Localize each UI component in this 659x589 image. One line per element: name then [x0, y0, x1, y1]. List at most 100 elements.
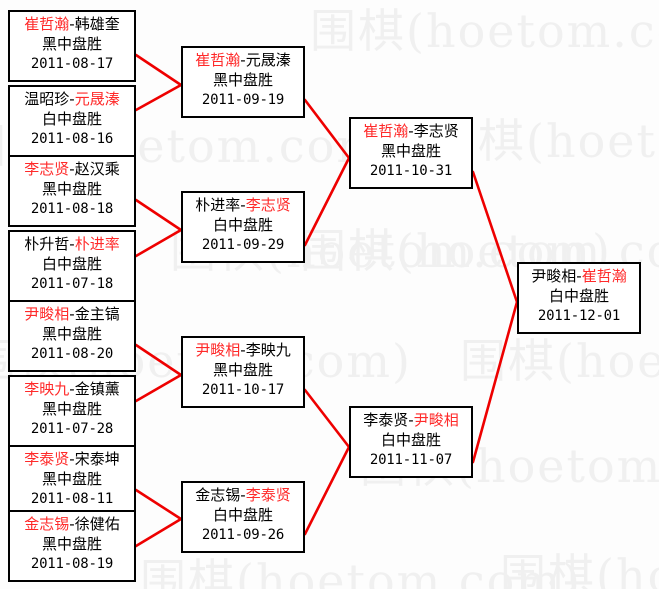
- player-winner: 尹畯相: [413, 411, 459, 429]
- watermark-text: 围棋(hoetom.com): [460, 334, 659, 388]
- match-box[interactable]: 崔哲瀚-韩雄奎 黑中盘胜 2011-08-17: [8, 10, 136, 82]
- player-loser: 李映九: [245, 341, 291, 359]
- player-winner: 李志贤: [245, 196, 291, 214]
- match-date: 2011-08-16: [30, 130, 114, 147]
- match-date: 2011-10-31: [369, 162, 453, 179]
- match-result: 白中盘胜: [212, 215, 273, 234]
- vs-dash: -: [240, 486, 246, 504]
- vs-dash: -: [408, 122, 414, 140]
- vs-dash: -: [69, 305, 75, 323]
- player-winner: 李志贤: [24, 160, 70, 178]
- player-winner: 尹畯相: [24, 305, 70, 323]
- player-loser: 金主镐: [74, 305, 120, 323]
- match-result: 白中盘胜: [380, 430, 441, 449]
- player-loser: 金镇薰: [74, 380, 120, 398]
- vs-dash: -: [240, 51, 246, 69]
- match-date: 2011-09-26: [201, 526, 285, 543]
- match-box[interactable]: 李泰贤-宋泰坤 黑中盘胜 2011-08-11: [8, 445, 136, 517]
- match-result: 黑中盘胜: [41, 324, 102, 343]
- match-box[interactable]: 李泰贤-尹畯相 白中盘胜 2011-11-07: [349, 406, 473, 478]
- match-date: 2011-08-18: [30, 200, 114, 217]
- player-loser: 尹畯相: [531, 267, 577, 285]
- player-loser: 李泰贤: [363, 411, 409, 429]
- match-players: 尹畯相-李映九: [183, 341, 303, 361]
- match-players: 李泰贤-尹畯相: [351, 411, 471, 431]
- watermark-text: 围棋(hoetom.com): [500, 549, 659, 589]
- match-date: 2011-08-11: [30, 490, 114, 507]
- match-result: 黑中盘胜: [380, 141, 441, 160]
- player-winner: 李泰贤: [245, 486, 291, 504]
- match-result: 黑中盘胜: [41, 179, 102, 198]
- match-box[interactable]: 朴进率-李志贤 白中盘胜 2011-09-29: [181, 191, 305, 263]
- match-date: 2011-08-17: [30, 55, 114, 72]
- vs-dash: -: [576, 267, 582, 285]
- match-box[interactable]: 崔哲瀚-李志贤 黑中盘胜 2011-10-31: [349, 117, 473, 189]
- match-result: 白中盘胜: [41, 254, 102, 273]
- match-result: 黑中盘胜: [41, 469, 102, 488]
- match-date: 2011-08-19: [30, 555, 114, 572]
- match-date: 2011-09-29: [201, 236, 285, 253]
- match-players: 尹畯相-金主镐: [10, 305, 134, 325]
- player-winner: 李映九: [24, 380, 70, 398]
- player-loser: 李志贤: [413, 122, 459, 140]
- player-winner: 崔哲瀚: [363, 122, 409, 140]
- player-winner: 崔哲瀚: [195, 51, 241, 69]
- match-date: 2011-11-07: [369, 451, 453, 468]
- match-result: 黑中盘胜: [212, 360, 273, 379]
- match-result: 白中盘胜: [41, 109, 102, 128]
- match-date: 2011-12-01: [537, 307, 621, 324]
- match-box[interactable]: 李志贤-赵汉乘 黑中盘胜 2011-08-18: [8, 155, 136, 227]
- player-winner: 崔哲瀚: [24, 15, 70, 33]
- player-loser: 朴进率: [195, 196, 241, 214]
- vs-dash: -: [69, 235, 75, 253]
- player-winner: 李泰贤: [24, 450, 70, 468]
- match-result: 黑中盘胜: [212, 70, 273, 89]
- player-winner: 崔哲瀚: [581, 267, 627, 285]
- player-loser: 朴升哲: [24, 235, 70, 253]
- match-players: 朴进率-李志贤: [183, 196, 303, 216]
- match-result: 白中盘胜: [548, 286, 609, 305]
- player-loser: 元晟溱: [245, 51, 291, 69]
- match-result: 白中盘胜: [212, 505, 273, 524]
- vs-dash: -: [69, 380, 75, 398]
- match-box[interactable]: 尹畯相-金主镐 黑中盘胜 2011-08-20: [8, 300, 136, 372]
- match-date: 2011-09-19: [201, 91, 285, 108]
- player-winner: 朴进率: [74, 235, 120, 253]
- player-loser: 徐健佑: [74, 515, 120, 533]
- match-date: 2011-10-17: [201, 381, 285, 398]
- player-loser: 金志锡: [195, 486, 241, 504]
- match-players: 温昭珍-元晟溱: [10, 90, 134, 110]
- match-players: 李泰贤-宋泰坤: [10, 450, 134, 470]
- match-box[interactable]: 李映九-金镇薰 黑中盘胜 2011-07-28: [8, 375, 136, 447]
- player-winner: 金志锡: [24, 515, 70, 533]
- match-result: 黑中盘胜: [41, 534, 102, 553]
- watermark-text: 围棋(hoetom.com): [310, 4, 659, 58]
- vs-dash: -: [240, 196, 246, 214]
- match-box[interactable]: 尹畯相-李映九 黑中盘胜 2011-10-17: [181, 336, 305, 408]
- match-players: 李志贤-赵汉乘: [10, 160, 134, 180]
- vs-dash: -: [69, 90, 75, 108]
- match-players: 崔哲瀚-韩雄奎: [10, 15, 134, 35]
- player-loser: 韩雄奎: [74, 15, 120, 33]
- match-date: 2011-07-18: [30, 275, 114, 292]
- player-loser: 温昭珍: [24, 90, 70, 108]
- match-result: 黑中盘胜: [41, 34, 102, 53]
- vs-dash: -: [240, 341, 246, 359]
- match-players: 朴升哲-朴进率: [10, 235, 134, 255]
- match-box[interactable]: 尹畯相-崔哲瀚 白中盘胜 2011-12-01: [517, 262, 641, 334]
- match-box[interactable]: 温昭珍-元晟溱 白中盘胜 2011-08-16: [8, 85, 136, 157]
- vs-dash: -: [69, 515, 75, 533]
- match-box[interactable]: 金志锡-徐健佑 黑中盘胜 2011-08-19: [8, 510, 136, 582]
- match-players: 李映九-金镇薰: [10, 380, 134, 400]
- match-players: 崔哲瀚-元晟溱: [183, 51, 303, 71]
- match-box[interactable]: 崔哲瀚-元晟溱 黑中盘胜 2011-09-19: [181, 46, 305, 118]
- match-result: 黑中盘胜: [41, 399, 102, 418]
- vs-dash: -: [69, 450, 75, 468]
- match-box[interactable]: 朴升哲-朴进率 白中盘胜 2011-07-18: [8, 230, 136, 302]
- match-players: 尹畯相-崔哲瀚: [519, 267, 639, 287]
- match-box[interactable]: 金志锡-李泰贤 白中盘胜 2011-09-26: [181, 481, 305, 553]
- match-players: 金志锡-李泰贤: [183, 486, 303, 506]
- player-winner: 元晟溱: [74, 90, 120, 108]
- match-players: 崔哲瀚-李志贤: [351, 122, 471, 142]
